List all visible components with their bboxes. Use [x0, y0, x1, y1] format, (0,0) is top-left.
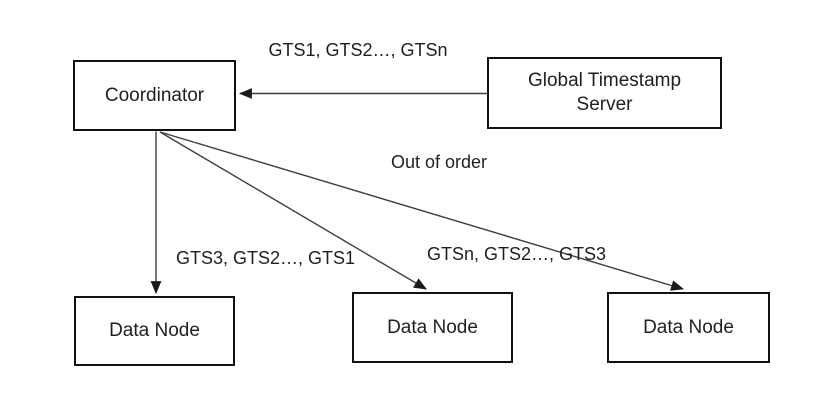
node-data-node-2: Data Node: [352, 292, 513, 363]
label-out-of-order: Out of order: [391, 152, 488, 172]
node-coordinator: Coordinator: [73, 60, 236, 131]
label-gts-sequence-to-data-node-3: GTSn, GTS2…, GTS3: [427, 244, 607, 264]
node-data-node-1-label: Data Node: [109, 320, 200, 342]
node-data-node-2-label: Data Node: [387, 316, 478, 338]
arrow-coordinator-to-data-node-2: [159, 131, 427, 290]
node-gts-server-label: Global Timestamp Server: [527, 70, 682, 115]
node-data-node-3: Data Node: [607, 292, 770, 363]
node-global-timestamp-server: Global Timestamp Server: [487, 57, 722, 129]
node-data-node-1: Data Node: [74, 296, 235, 366]
label-gts-sequence-in: GTS1, GTS2…, GTSn: [268, 40, 448, 60]
label-gts-sequence-to-data-node-1: GTS3, GTS2…, GTS1: [176, 248, 356, 268]
node-coordinator-label: Coordinator: [104, 84, 205, 106]
node-data-node-3-label: Data Node: [643, 316, 734, 338]
arrow-coordinator-to-data-node-3: [159, 131, 685, 291]
